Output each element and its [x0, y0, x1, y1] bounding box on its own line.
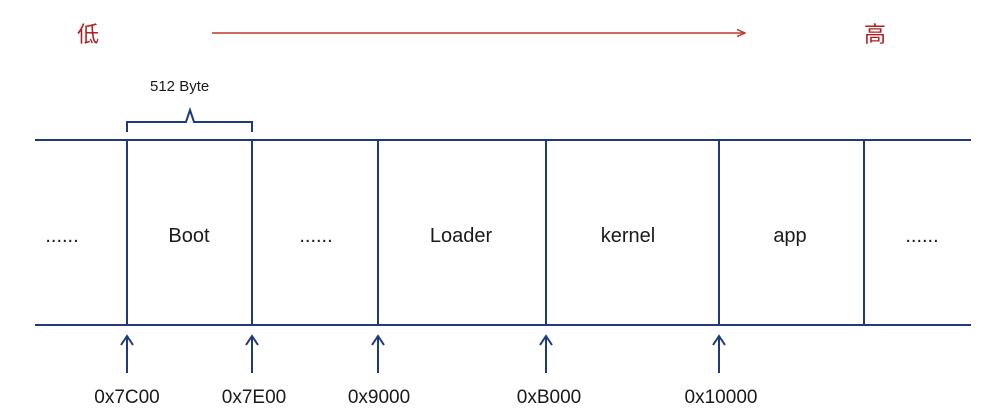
- segment-app: app: [773, 225, 806, 247]
- address-0x10000: 0x10000: [685, 387, 758, 408]
- boot-size-label: 512 Byte: [150, 78, 209, 95]
- low-address-label: 低: [77, 23, 99, 48]
- arrow-0xb000: [539, 334, 553, 373]
- address-0xb000: 0xB000: [517, 387, 581, 408]
- arrow-0x7c00: [120, 334, 134, 373]
- arrow-0x10000: [712, 334, 726, 373]
- address-0x9000: 0x9000: [348, 387, 410, 408]
- segment-gap: ......: [299, 225, 332, 247]
- arrow-0x9000: [371, 334, 385, 373]
- segment-loader: Loader: [430, 225, 493, 247]
- arrow-0x7e00: [245, 334, 259, 373]
- address-0x7e00: 0x7E00: [222, 387, 286, 408]
- boot-size-brace: [126, 106, 253, 132]
- high-address-label: 高: [864, 23, 886, 48]
- segment-after-app: ......: [905, 225, 938, 247]
- segment-boot: Boot: [168, 225, 210, 247]
- address-0x7c00: 0x7C00: [94, 387, 160, 408]
- segment-kernel: kernel: [601, 225, 655, 247]
- segment-before-boot: ......: [45, 225, 78, 247]
